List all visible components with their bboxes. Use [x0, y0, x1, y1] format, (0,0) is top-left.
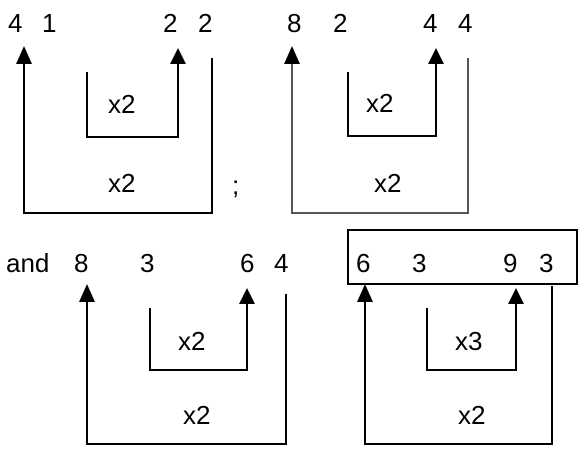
inner-bracket-line [426, 304, 517, 371]
number-b: 3 [140, 248, 154, 278]
inner-bracket-line [347, 64, 437, 137]
number-c: 6 [240, 248, 254, 278]
inner-arrowhead [170, 48, 186, 64]
outer-arrowhead [357, 284, 373, 302]
number-b: 2 [333, 8, 347, 38]
outer-bracket-line [291, 58, 469, 214]
outer-multiplier-label: x2 [108, 168, 135, 198]
number-c: 2 [163, 8, 177, 38]
number-a: 8 [287, 8, 301, 38]
separator-semicolon: ; [232, 170, 239, 200]
number-d: 4 [274, 248, 288, 278]
highlight-box [347, 229, 578, 285]
number-d: 4 [458, 8, 472, 38]
pattern-group-3: and 8 3 6 4 x2 x2 [6, 248, 288, 445]
inner-bracket-line [86, 64, 179, 138]
pattern-group-1: 4 1 2 2 x2 x2 [8, 8, 213, 214]
inner-multiplier-label: x2 [108, 89, 135, 119]
outer-bracket-line [86, 294, 287, 445]
outer-arrowhead [284, 46, 300, 64]
number-b: 1 [42, 8, 56, 38]
inner-bracket-line [149, 304, 248, 371]
outer-multiplier-label: x2 [183, 400, 210, 430]
outer-multiplier-label: x2 [374, 168, 401, 198]
number-b: 3 [412, 248, 426, 278]
outer-arrowhead [79, 284, 95, 302]
prefix-word: and [6, 248, 49, 278]
number-a: 4 [8, 8, 22, 38]
number-c: 4 [423, 8, 437, 38]
number-d: 2 [198, 8, 212, 38]
outer-arrowhead [16, 46, 32, 64]
outer-multiplier-label: x2 [458, 400, 485, 430]
outer-bracket-line [23, 58, 213, 214]
number-d: 3 [539, 248, 553, 278]
inner-multiplier-label: x2 [366, 88, 393, 118]
inner-multiplier-label: x2 [178, 326, 205, 356]
outer-bracket-line [364, 286, 553, 445]
inner-arrowhead [239, 288, 255, 304]
pattern-group-4: 6 3 9 3 x3 x2 [347, 229, 578, 445]
number-a: 6 [356, 248, 370, 278]
pattern-group-2: 8 2 4 4 x2 x2 [284, 8, 472, 214]
inner-multiplier-label: x3 [455, 326, 482, 356]
inner-arrowhead [508, 288, 524, 304]
number-c: 9 [503, 248, 517, 278]
number-a: 8 [74, 248, 88, 278]
inner-arrowhead [428, 48, 444, 64]
